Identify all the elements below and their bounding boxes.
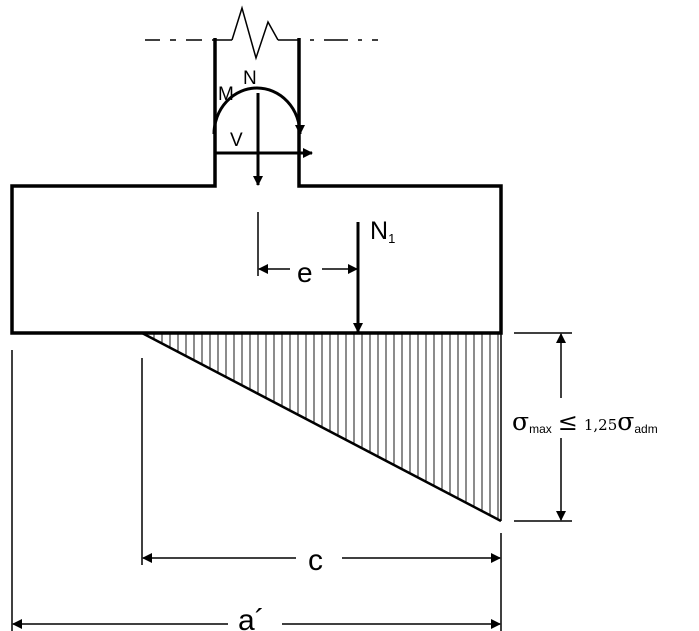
resultant-main: N <box>370 217 388 245</box>
moment-arc <box>212 86 305 135</box>
pressure-hatching <box>153 333 499 520</box>
extension-lines <box>11 332 572 631</box>
axial-label: N <box>243 68 257 89</box>
shear-label: V <box>230 130 243 151</box>
resultant-sub: 1 <box>388 231 395 246</box>
column-break-line <box>145 5 378 61</box>
eccentricity-dimension <box>257 212 358 276</box>
resultant-label: N1 <box>370 217 395 246</box>
stress-note: σmax≤1,25σadm <box>512 407 658 436</box>
relation-symbol: ≤ <box>558 408 578 436</box>
base-width-label: a´ <box>238 604 265 631</box>
sigma-max: σ <box>512 407 529 436</box>
max-subscript: max <box>529 422 552 436</box>
contact-width-label: c <box>308 544 323 577</box>
factor-value: 1,25 <box>584 416 617 434</box>
eccentricity-label: e <box>297 257 313 288</box>
pressure-triangle <box>141 331 502 523</box>
column-footing-outline <box>10 38 503 335</box>
adm-subscript: adm <box>634 422 657 436</box>
moment-label: M <box>218 84 234 105</box>
sigma-adm: σ <box>617 407 634 436</box>
